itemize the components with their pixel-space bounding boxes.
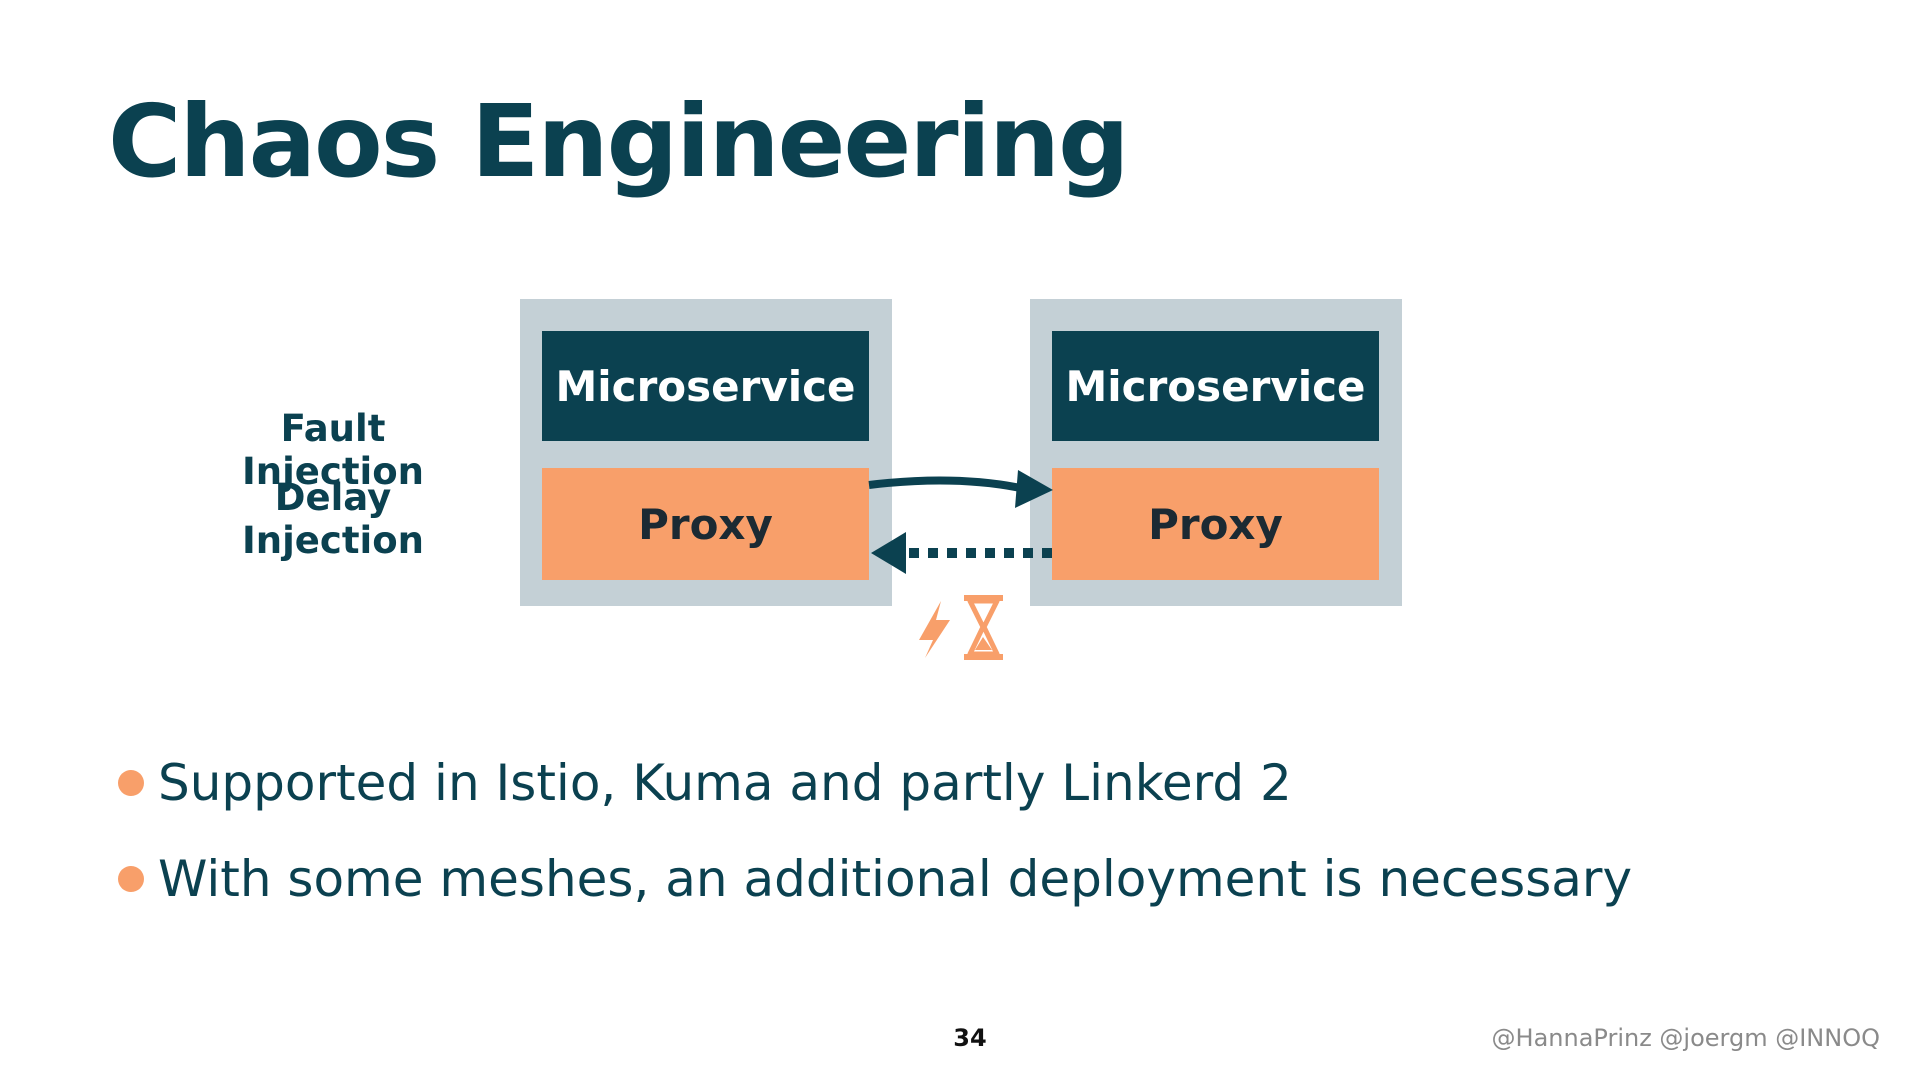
hourglass-icon <box>964 595 1003 660</box>
footer-handles: @HannaPrinz @joergm @INNOQ <box>1491 1024 1880 1052</box>
slide-title: Chaos Engineering <box>108 83 1130 200</box>
right-microservice-box: Microservice <box>1052 331 1379 441</box>
request-arrow <box>868 476 1031 494</box>
right-service-container: Microservice Proxy <box>1030 299 1402 606</box>
left-microservice-box: Microservice <box>542 331 869 441</box>
bullet-dot <box>118 770 144 796</box>
left-service-container: Microservice Proxy <box>520 299 892 606</box>
bullet-item: Supported in Istio, Kuma and partly Link… <box>118 735 1632 831</box>
right-proxy-box: Proxy <box>1052 468 1379 580</box>
bullet-list: Supported in Istio, Kuma and partly Link… <box>118 735 1632 927</box>
fault-injection-label: Fault Injection <box>242 407 424 493</box>
page-number: 34 <box>953 1024 987 1052</box>
bullet-item: With some meshes, an additional deployme… <box>118 831 1632 927</box>
lightning-icon <box>919 601 950 658</box>
bullet-dot <box>118 866 144 892</box>
left-proxy-box: Proxy <box>542 468 869 580</box>
bullet-text: Supported in Istio, Kuma and partly Link… <box>158 754 1292 812</box>
bullet-text: With some meshes, an additional deployme… <box>158 850 1633 908</box>
delay-injection-label: Delay Injection <box>242 476 424 562</box>
